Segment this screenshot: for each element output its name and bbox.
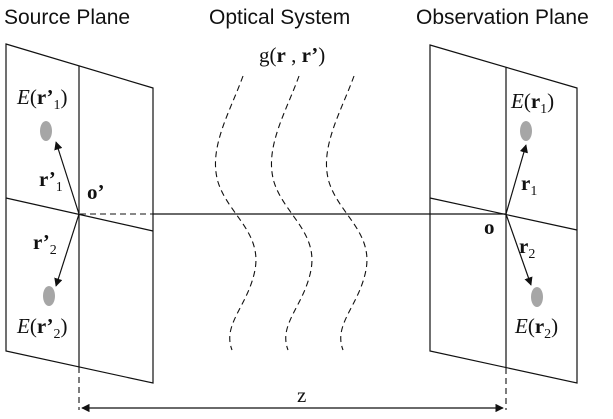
source-field-1-label: E(r’1)	[16, 85, 68, 113]
wavefront-1	[214, 75, 257, 351]
wavefront-2	[270, 75, 313, 351]
source-origin-label: o’	[87, 180, 105, 204]
source-vector-1-label: r’1	[39, 167, 63, 195]
source-vector-2-label: r’2	[33, 230, 57, 258]
source-field-2-label: E(r’2)	[16, 314, 68, 342]
observation-field-2-label: E(r2)	[514, 314, 558, 342]
system-function-label: g(r , r’)	[259, 43, 325, 67]
observation-field-spot-2	[531, 287, 543, 307]
observation-field-1-label: E(r1)	[510, 89, 554, 117]
observation-plane-outline	[429, 44, 578, 384]
observation-vector-2-label: r2	[519, 234, 535, 262]
source-plane-title: Source Plane	[4, 6, 130, 29]
observation-field-spot-1	[520, 121, 532, 141]
optical-system-wavefronts	[214, 75, 368, 351]
source-field-spot-1	[40, 121, 52, 141]
observation-vector-1-arrow	[505, 144, 528, 215]
source-vector-2-arrow	[54, 213, 80, 287]
source-field-spot-2	[43, 286, 55, 306]
source-plane-horizontal-axis	[5, 197, 154, 232]
optical-system-title: Optical System	[209, 6, 350, 29]
distance-indicator: z	[78, 367, 507, 413]
source-plane-outline	[5, 43, 154, 384]
source-plane	[5, 43, 154, 384]
observation-origin-label: o	[484, 215, 495, 239]
wavefront-3	[325, 75, 368, 351]
distance-label: z	[297, 383, 306, 407]
observation-vector-2-arrow	[505, 213, 533, 286]
source-vector-1-arrow	[54, 141, 80, 215]
observation-plane-title: Observation Plane	[416, 6, 589, 29]
observation-vector-1-label: r1	[521, 171, 537, 199]
